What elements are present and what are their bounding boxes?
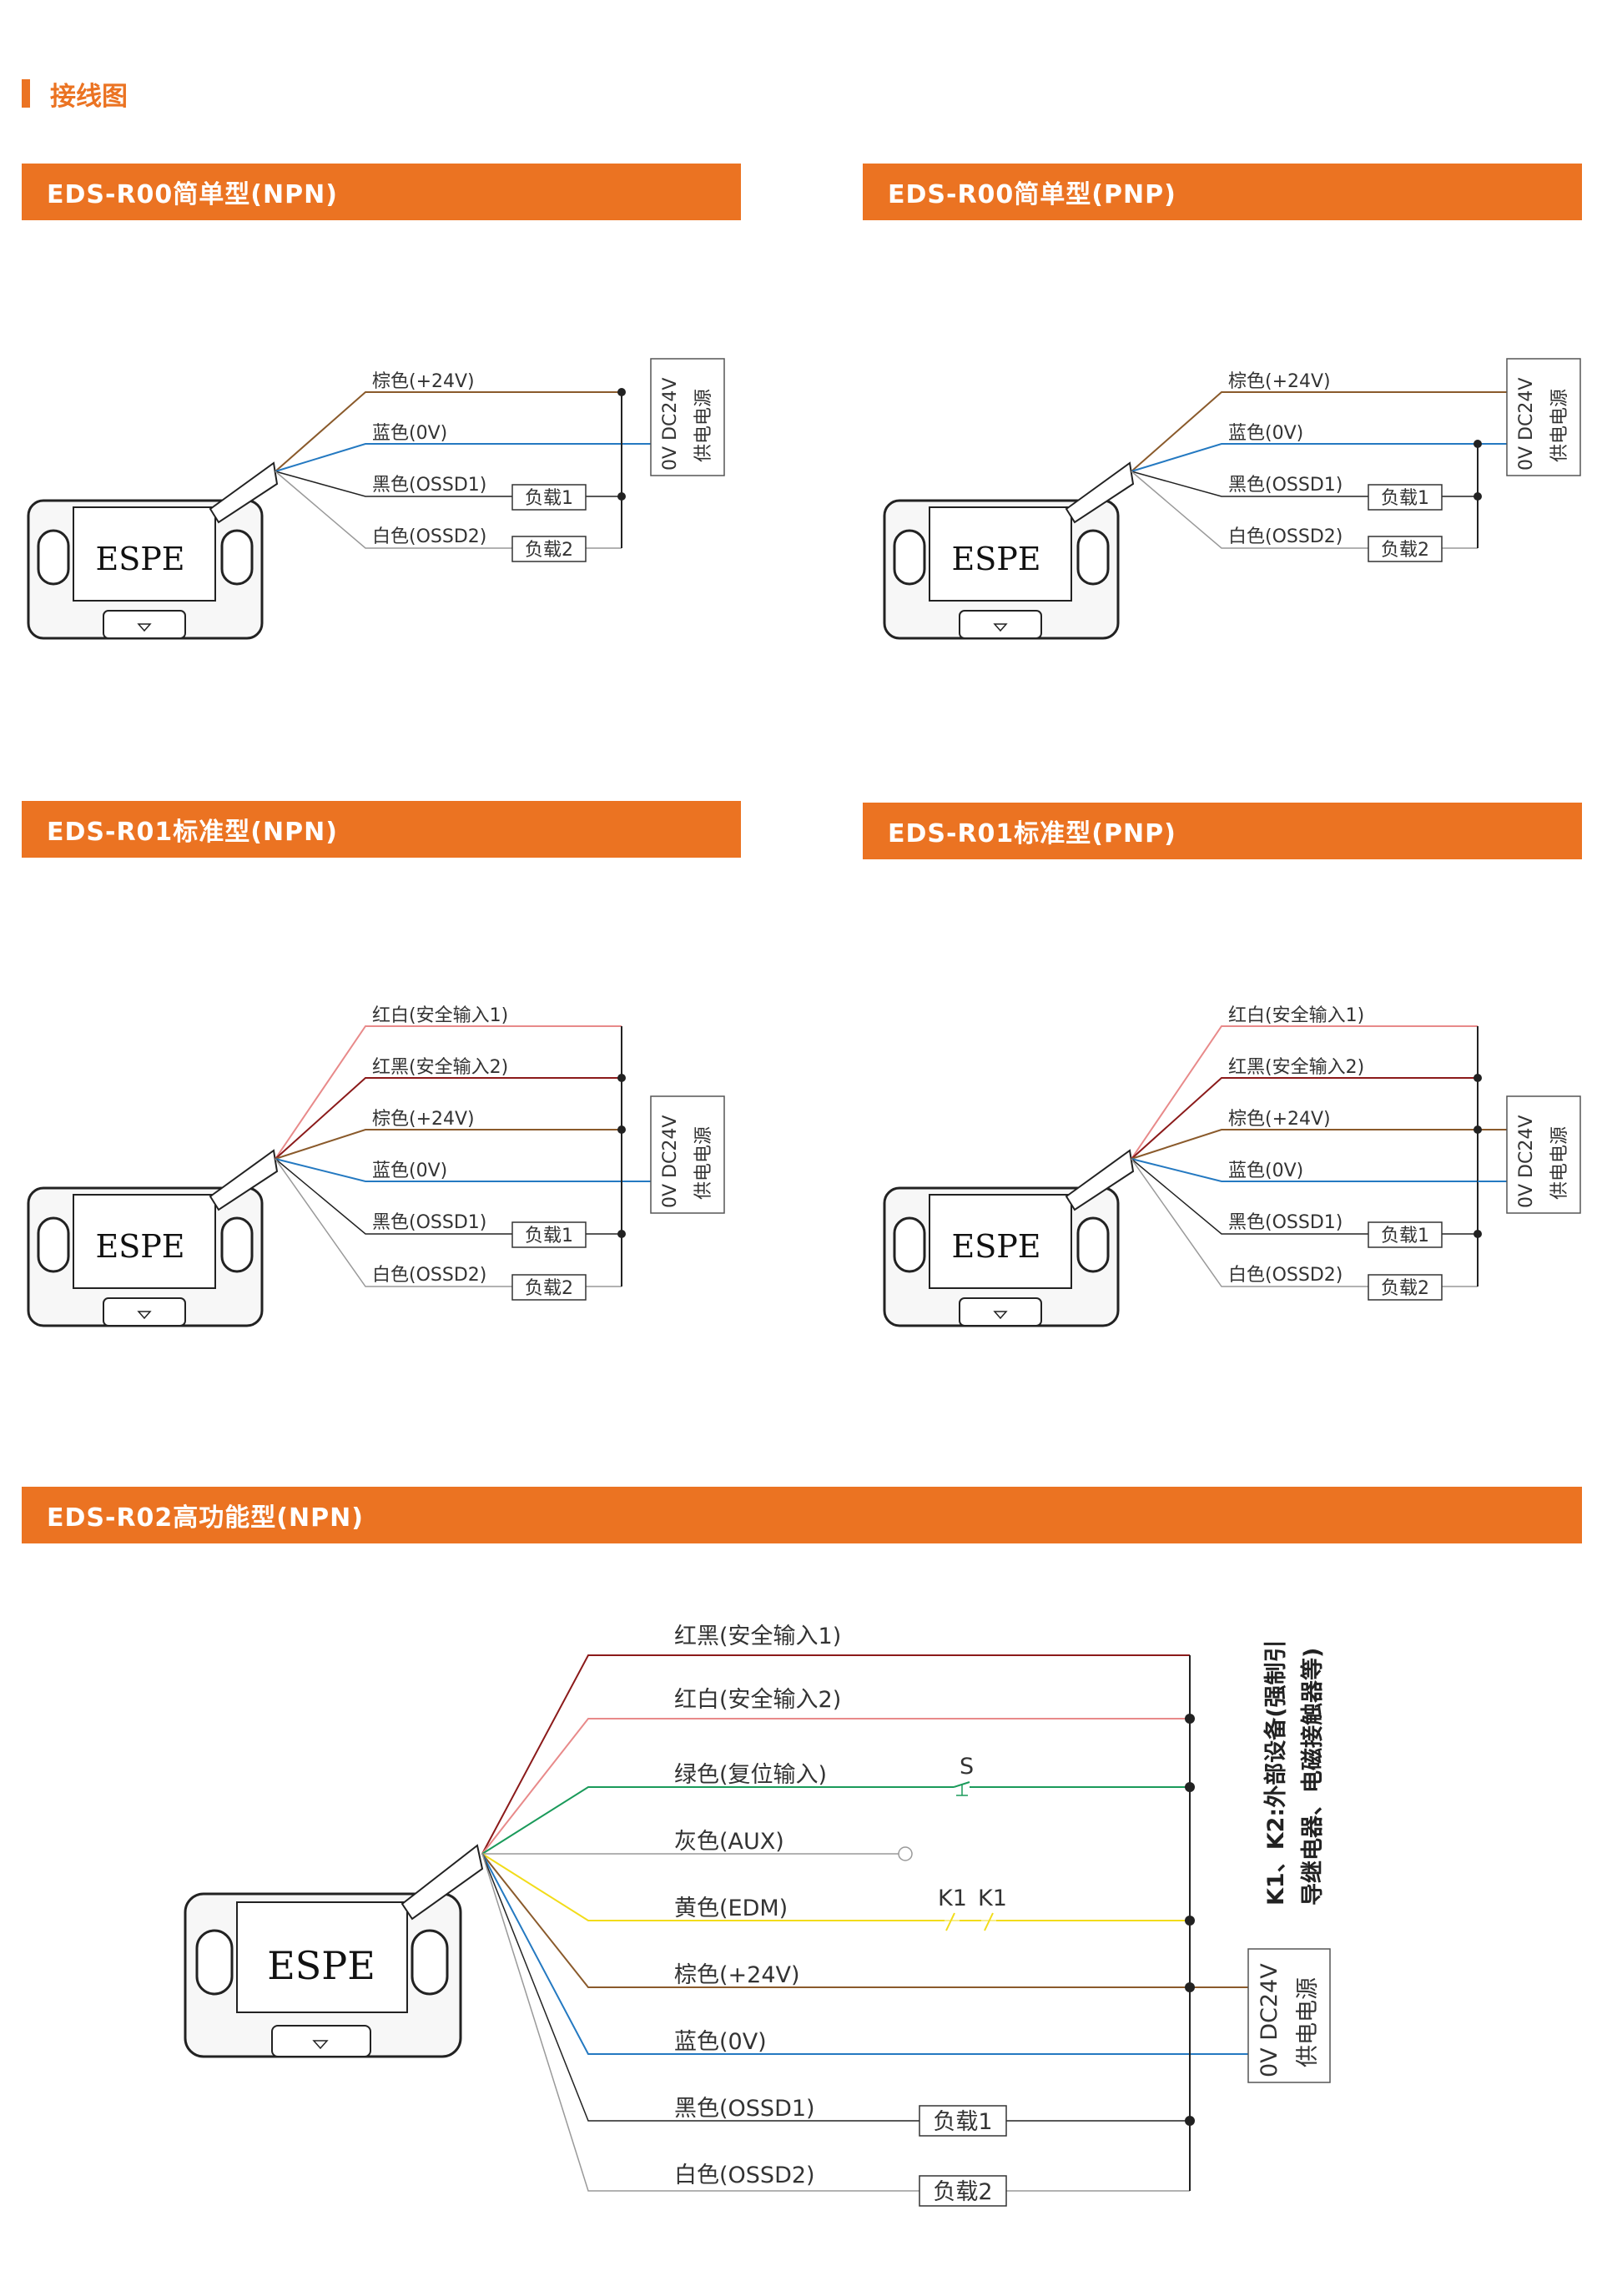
espe-sensor-device: ESPE: [27, 461, 279, 640]
banner-r01-pnp: EDS-R01标准型(PNP): [863, 803, 1582, 859]
wire-label: 白色(OSSD2): [674, 2163, 815, 2188]
load-1-label: 负载1: [933, 2109, 992, 2135]
power-label-line1: 0V DC24V: [1257, 1963, 1282, 2077]
device-logo: ESPE: [95, 541, 184, 577]
wire-label: 黑色(OSSD1): [1228, 1212, 1343, 1233]
note-line2: 导继电器、电磁接触器等): [1299, 1648, 1326, 1906]
power-label-line1: 0V DC24V: [660, 378, 681, 471]
banner-r00-npn: EDS-R00简单型(NPN): [22, 164, 741, 220]
wire-label: 蓝色(0V): [372, 1161, 447, 1181]
wire-label: 白色(OSSD2): [372, 1265, 486, 1286]
power-label-line2: 供电电源: [1549, 389, 1570, 462]
power-label-line2: 供电电源: [1295, 1977, 1321, 2067]
power-label-line1: 0V DC24V: [1516, 1115, 1537, 1208]
wire-label: 棕色(+24V): [372, 1109, 475, 1130]
page-title-text: 接线图: [50, 81, 128, 112]
banner-r00-pnp: EDS-R00简单型(PNP): [863, 164, 1582, 220]
note-line1: K1、K2:外部设备(强制引: [1262, 1639, 1289, 1906]
switch-label: S: [960, 1754, 974, 1780]
diagram-r00-npn: ESPE 棕色(+24V) 蓝色(0V) 黑色(OSSD1) 白色(OSSD2)…: [0, 350, 751, 667]
power-label-line1: 0V DC24V: [660, 1115, 681, 1208]
espe-sensor-device: ESPE: [883, 1149, 1135, 1327]
load-2-label: 负载2: [1381, 540, 1429, 561]
power-label-line1: 0V DC24V: [1516, 378, 1537, 471]
wire-label: 红白(安全输入1): [372, 1005, 508, 1026]
device-logo: ESPE: [951, 541, 1040, 577]
wire-label: 黑色(OSSD1): [372, 475, 486, 496]
diagram-r00-pnp: ESPE 棕色(+24V) 蓝色(0V) 黑色(OSSD1) 白色(OSSD2)…: [856, 350, 1602, 667]
wire-label: 黄色(EDM): [674, 1896, 788, 1921]
wire-label: 红黑(安全输入1): [674, 1624, 841, 1649]
load-1-label: 负载1: [1381, 488, 1429, 509]
device-logo: ESPE: [95, 1228, 184, 1265]
wire-label: 红黑(安全输入2): [1228, 1057, 1364, 1078]
load-1-label: 负载1: [525, 488, 573, 509]
reset-switch-icon: [953, 1781, 970, 1796]
wire-label: 绿色(复位输入): [674, 1762, 827, 1788]
wire-label: 黑色(OSSD1): [372, 1212, 486, 1233]
wire-label: 灰色(AUX): [674, 1829, 784, 1855]
banner-r01-npn: EDS-R01标准型(NPN): [22, 801, 741, 858]
wire-label: 白色(OSSD2): [372, 526, 486, 547]
load-2-label: 负载2: [933, 2179, 992, 2205]
load-1-label: 负载1: [525, 1226, 573, 1246]
wire-label: 红白(安全输入1): [1228, 1005, 1364, 1026]
espe-sensor-device: ESPE: [883, 461, 1135, 640]
wire-label: 棕色(+24V): [1228, 1109, 1331, 1130]
wire-label: 白色(OSSD2): [1228, 1265, 1343, 1286]
diagram-r01-pnp: ESPE 红白(安全输入1) 红黑(安全输入2) 棕色(+24V) 蓝色(0V)…: [856, 976, 1602, 1343]
page-title: 接线图: [22, 77, 128, 112]
external-device-note: K1、K2:外部设备(强制引 导继电器、电磁接触器等): [1262, 1639, 1326, 1906]
device-logo: ESPE: [267, 1943, 375, 1988]
diagram-r02-npn: ESPE S K1 K1 红黑(安全输入1) 红白(安全输入2) 绿色(复位输入…: [0, 1585, 1602, 2219]
wire-label: 白色(OSSD2): [1228, 526, 1343, 547]
espe-sensor-device: ESPE: [184, 1844, 484, 2058]
wire-label: 棕色(+24V): [372, 371, 475, 392]
wire-label: 棕色(+24V): [674, 1962, 800, 1988]
load-1-label: 负载1: [1381, 1226, 1429, 1246]
power-label-line2: 供电电源: [693, 1126, 714, 1200]
wire-label: 红白(安全输入2): [674, 1687, 841, 1713]
wire-label: 蓝色(0V): [1228, 423, 1303, 444]
title-accent-bar: [22, 79, 30, 108]
wire-label: 蓝色(0V): [674, 2029, 767, 2055]
wire-label: 棕色(+24V): [1228, 371, 1331, 392]
wire-label: 蓝色(0V): [1228, 1161, 1303, 1181]
k-label: K1: [938, 1886, 967, 1911]
load-2-label: 负载2: [525, 540, 573, 561]
wire-label: 黑色(OSSD1): [674, 2096, 815, 2122]
power-label-line2: 供电电源: [1549, 1126, 1570, 1200]
banner-r02-npn: EDS-R02高功能型(NPN): [22, 1487, 1582, 1543]
wire-label: 蓝色(0V): [372, 423, 447, 444]
wire-label: 黑色(OSSD1): [1228, 475, 1343, 496]
device-logo: ESPE: [951, 1228, 1040, 1265]
wire-label: 红黑(安全输入2): [372, 1057, 508, 1078]
k1-contact-icon: [945, 1912, 996, 1931]
load-2-label: 负载2: [1381, 1278, 1429, 1299]
load-2-label: 负载2: [525, 1278, 573, 1299]
k-label: K1: [978, 1886, 1007, 1911]
power-label-line2: 供电电源: [693, 389, 714, 462]
diagram-r01-npn: ESPE 红白(安全输入1) 红黑(安全输入2) 棕色(+24V) 蓝色(0V)…: [0, 976, 751, 1343]
espe-sensor-device: ESPE: [27, 1149, 279, 1327]
